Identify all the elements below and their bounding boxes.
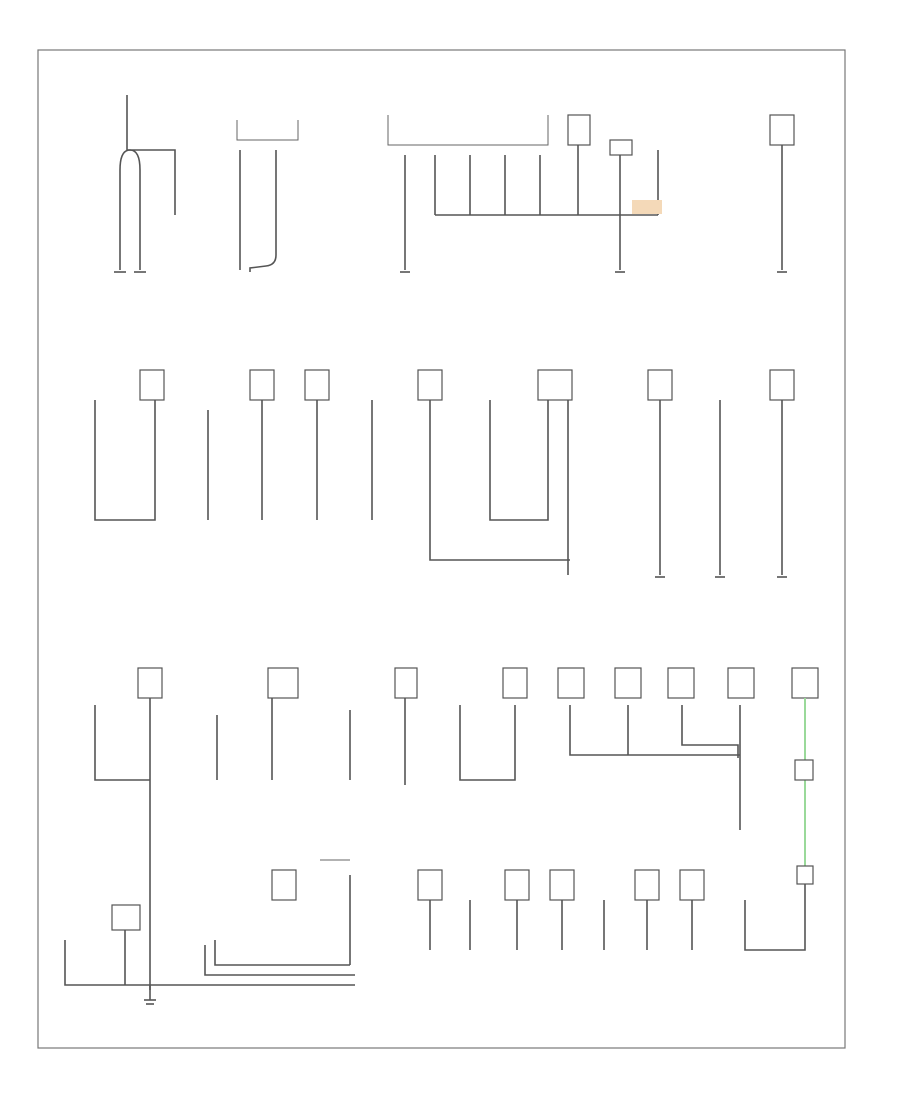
highlight-splice: [632, 200, 662, 214]
row1-component-group: [119, 95, 795, 272]
ground-symbols: [114, 271, 787, 578]
diagram-border: [37, 49, 846, 1049]
row3-component-group: [94, 667, 819, 990]
row4-component-group: [64, 859, 814, 1005]
row2-component-group: [94, 369, 795, 575]
